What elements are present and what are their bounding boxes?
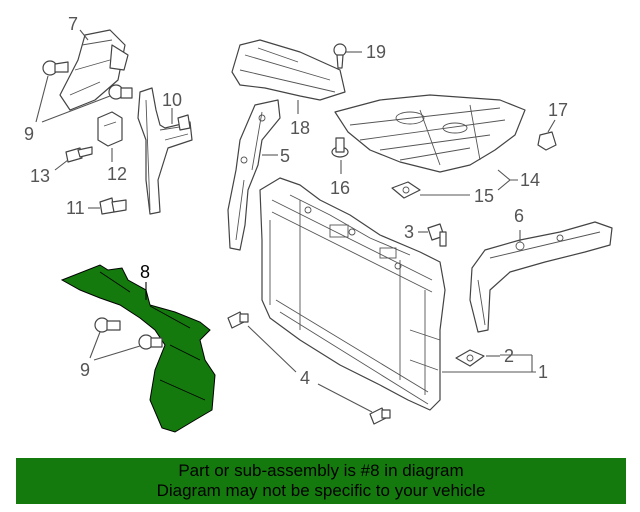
callout-9-lower: 9 [80, 360, 90, 380]
part-7-deflector[interactable] [59, 29, 129, 111]
callout-4: 4 [300, 368, 310, 388]
callout-2: 2 [504, 346, 514, 366]
part-5-bracket[interactable] [227, 99, 281, 251]
part-11-bolt[interactable] [99, 197, 127, 215]
part-3-bolt[interactable] [427, 223, 447, 247]
callout-17: 17 [548, 100, 568, 120]
part-1-radiator-support[interactable] [259, 177, 446, 411]
part-16-bolt[interactable] [331, 137, 349, 158]
callout-3: 3 [404, 222, 414, 242]
callout-8: 8 [140, 262, 150, 282]
part-2-nut[interactable] [455, 349, 485, 367]
callout-6: 6 [514, 206, 524, 226]
info-banner: Part or sub-assembly is #8 in diagram Di… [16, 458, 626, 504]
parts-diagram: 7 9 13 12 11 10 18 19 17 5 16 14 15 3 6 … [24, 14, 613, 433]
part-18-air-duct[interactable] [231, 39, 346, 101]
callout-13: 13 [30, 166, 50, 186]
part-6-bracket[interactable] [469, 221, 613, 333]
callout-7: 7 [68, 14, 78, 34]
part-8-deflector-highlighted[interactable] [60, 264, 216, 433]
part-4-bolts[interactable] [227, 311, 391, 425]
part-9-clip-lower[interactable] [94, 317, 163, 350]
part-9-clip-upper[interactable] [42, 60, 133, 100]
banner-line-2: Diagram may not be specific to your vehi… [156, 481, 486, 500]
callout-5: 5 [280, 146, 290, 166]
callout-14: 14 [520, 170, 540, 190]
part-14-under-cover[interactable] [334, 94, 526, 173]
part-12-bracket[interactable] [97, 111, 123, 147]
part-10-bracket[interactable] [137, 87, 193, 215]
callout-16: 16 [330, 178, 350, 198]
callout-10: 10 [162, 90, 182, 110]
part-15-nut[interactable] [391, 181, 421, 199]
callout-1: 1 [538, 362, 548, 382]
callout-11: 11 [66, 198, 85, 218]
callout-12: 12 [107, 164, 127, 184]
callout-19: 19 [366, 42, 386, 62]
callout-9-upper: 9 [24, 124, 34, 144]
banner-line-1: Part or sub-assembly is #8 in diagram [178, 461, 464, 480]
part-13-bolt[interactable] [65, 146, 93, 163]
part-19-clip[interactable] [333, 43, 347, 69]
callout-15: 15 [474, 186, 494, 206]
callout-18: 18 [290, 118, 310, 138]
part-17-clip[interactable] [537, 131, 557, 151]
